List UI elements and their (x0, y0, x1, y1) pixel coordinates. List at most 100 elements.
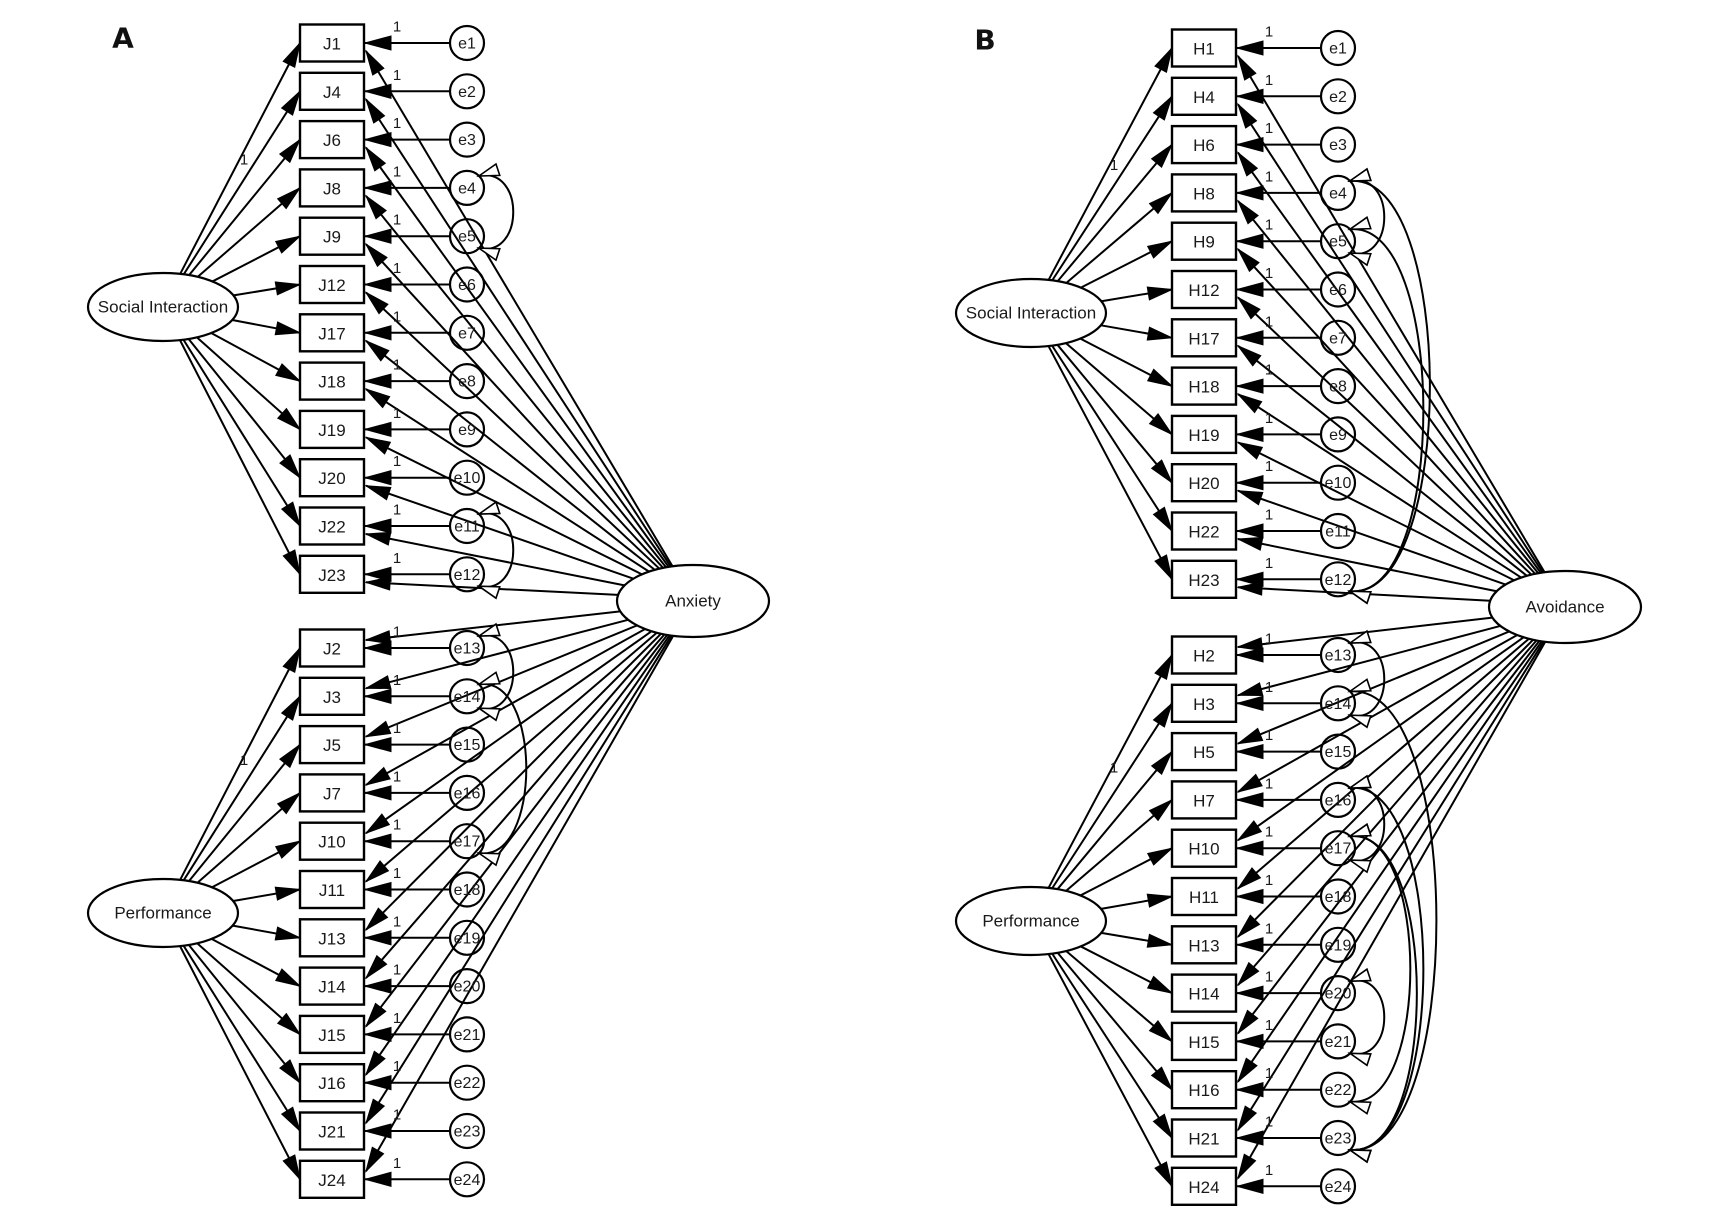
general-loading-arrowhead (364, 1098, 386, 1125)
factor-loading-arrowhead (279, 1059, 302, 1085)
factor-loading-arrowhead (276, 1012, 302, 1036)
error-path-label: 1 (393, 163, 401, 180)
error-arrowhead (363, 785, 392, 801)
fixed-loading-label: 1 (240, 752, 248, 769)
indicator-box (298, 23, 366, 63)
error-arrowhead (363, 930, 392, 946)
indicator-label: H12 (1188, 281, 1219, 300)
covariance-arc-e4-e5 (478, 174, 515, 250)
general-loading-path-J7 (365, 628, 646, 786)
indicator-label: J14 (318, 978, 345, 997)
factor-loading-path-H20 (1056, 344, 1173, 484)
covariance-arc-e5-e12 (1349, 228, 1425, 593)
error-path-label: 1 (1265, 410, 1273, 427)
error-path-label: 1 (1265, 824, 1273, 841)
indicator-box (298, 409, 366, 450)
indicator-box (298, 1062, 366, 1103)
error-circle (448, 169, 486, 206)
error-path-label: 1 (393, 453, 401, 470)
general-factor-label: Avoidance (1525, 598, 1604, 617)
error-path-label: 1 (1265, 1114, 1273, 1131)
indicator-H6: H6 (1170, 124, 1238, 165)
indicator-label: H3 (1193, 695, 1215, 714)
general-factor-ellipse (615, 563, 771, 639)
indicator-box (1170, 173, 1238, 213)
error-circle (1319, 29, 1357, 67)
error-path-label: 1 (1265, 313, 1273, 330)
error-arrowhead (1235, 571, 1264, 587)
indicator-box (1170, 828, 1238, 868)
covariance-arrowhead (1347, 629, 1372, 644)
general-loading-arrowhead (364, 146, 387, 172)
error-label: e5 (1329, 234, 1347, 251)
indicator-label: H22 (1188, 523, 1219, 542)
indicator-box (1170, 221, 1238, 261)
factor-loading-path-J2 (179, 647, 301, 881)
error-path-label: 1 (1265, 1017, 1273, 1034)
indicator-box (1170, 124, 1238, 165)
general-loading-arrowhead (1236, 393, 1263, 414)
indicator-label: J21 (318, 1123, 345, 1142)
error-e15: e15 (448, 726, 486, 763)
error-circle (1319, 416, 1357, 453)
error-path-label: 1 (1265, 72, 1273, 89)
factor-loading-arrowhead (275, 968, 302, 988)
error-e11: e11 (1319, 512, 1357, 550)
error-path-label: 1 (1265, 362, 1273, 379)
error-path-label: 1 (1265, 217, 1273, 234)
general-loading-arrowhead (364, 339, 390, 362)
error-circle (1319, 878, 1357, 915)
panel-label: B (974, 24, 995, 57)
indicator-J20: J20 (298, 458, 366, 498)
error-label: e8 (458, 374, 476, 391)
indicator-box (298, 1159, 366, 1200)
error-label: e3 (1329, 137, 1347, 154)
error-path-label: 1 (393, 624, 401, 641)
indicator-label: J16 (318, 1074, 345, 1093)
general-factor-anxiety: Anxiety (615, 563, 771, 639)
error-label: e17 (454, 834, 481, 851)
indicator-H22: H22 (1170, 511, 1238, 551)
factor-loading-arrowhead (1146, 847, 1174, 866)
error-label: e6 (1329, 282, 1347, 299)
indicator-box (298, 458, 366, 498)
error-arrowhead (1235, 1130, 1264, 1146)
error-label: e23 (1325, 1131, 1352, 1148)
factor-ellipse (954, 277, 1108, 349)
error-label: e17 (1325, 841, 1352, 858)
error-path-label: 1 (393, 308, 401, 325)
indicator-label: J7 (323, 784, 341, 803)
error-path-label: 1 (1265, 120, 1273, 137)
error-label: e1 (458, 36, 476, 53)
indicator-H14: H14 (1170, 973, 1238, 1013)
error-e8: e8 (1319, 368, 1357, 405)
error-arrowhead (363, 325, 392, 341)
factor-loading-path-J4 (182, 90, 301, 275)
error-e12: e12 (1319, 561, 1357, 598)
error-e20: e20 (1319, 974, 1357, 1012)
factor-loading-arrowhead (282, 41, 301, 69)
general-loading-arrowhead (1236, 151, 1259, 177)
general-loading-arrowhead (1236, 490, 1264, 506)
indicator-H19: H19 (1170, 414, 1238, 455)
error-e14: e14 (1319, 685, 1357, 722)
error-e11: e11 (448, 507, 486, 545)
error-label: e10 (1325, 475, 1352, 492)
indicator-J14: J14 (298, 966, 366, 1006)
error-path-label: 1 (393, 502, 401, 519)
indicator-H7: H7 (1170, 780, 1238, 820)
error-label: e21 (454, 1027, 481, 1044)
error-circle (1319, 685, 1357, 722)
error-arrowhead (1235, 840, 1264, 856)
error-arrowhead (1235, 985, 1264, 1001)
general-loading-path-H1 (1237, 55, 1546, 573)
covariance-arrowhead (1347, 590, 1372, 605)
factor-loading-path-J22 (182, 339, 301, 527)
error-arrowhead (1235, 40, 1264, 56)
covariance-arc-e16-e23 (1349, 786, 1425, 1151)
general-loading-path-H22 (1237, 538, 1497, 593)
error-label: e23 (454, 1124, 481, 1141)
indicator-J23: J23 (298, 554, 366, 594)
general-loading-arrowhead (1236, 820, 1263, 842)
indicator-H17: H17 (1170, 318, 1238, 358)
